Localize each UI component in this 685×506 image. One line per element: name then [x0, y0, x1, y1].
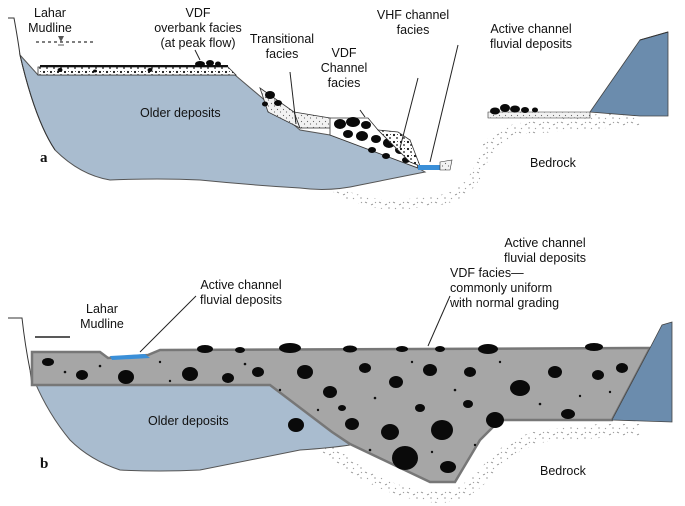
right-terrace-deposit-a — [487, 111, 591, 119]
label-vdf-channel-line3: facies — [327, 76, 361, 90]
label-vhf-channel-line2: facies — [396, 23, 430, 37]
older-deposits-b — [29, 369, 352, 472]
label-transitional-line1: Transitional — [249, 32, 315, 46]
label-bedrock-b: Bedrock — [540, 464, 586, 478]
panel-a-letter: a — [40, 150, 48, 166]
label-transitional-facies: Transitional facies — [240, 32, 324, 62]
label-bedrock-a: Bedrock — [530, 156, 576, 170]
label-lahar-mudline-b: Lahar Mudline — [72, 302, 132, 332]
bedrock-cliff-b — [611, 321, 673, 423]
label-active-channel-top-b-line1: Active channel — [504, 236, 586, 250]
label-vdf-facies-line1: VDF facies— — [450, 266, 524, 280]
label-active-channel-a-line2: fluvial deposits — [490, 37, 572, 51]
active-channel-water-b — [110, 354, 150, 360]
internal-boulders-b — [42, 358, 628, 473]
label-lahar-mudline-a: Lahar Mudline — [26, 6, 74, 36]
label-vdf-channel-line2: Channel — [320, 61, 368, 75]
label-vhf-channel-line1: VHF channel — [376, 8, 450, 22]
panel-a-diagram — [8, 17, 669, 210]
label-vdf-channel-line1: VDF — [331, 46, 357, 60]
label-lahar-mudline-b-line1: Lahar — [86, 302, 118, 316]
surface-boulders-b — [197, 343, 603, 354]
label-lahar-mudline-b-line2: Mudline — [80, 317, 124, 331]
label-vdf-overbank-line3: (at peak flow) — [160, 36, 236, 50]
label-vdf-overbank-line2: overbank facies — [154, 21, 242, 35]
label-active-channel-fluvial-a: Active channel fluvial deposits — [476, 22, 586, 52]
label-active-channel-fluvial-top-b: Active channel fluvial deposits — [490, 236, 600, 266]
label-older-deposits-a: Older deposits — [140, 106, 221, 120]
right-terrace-boulders-a — [490, 104, 538, 115]
label-active-channel-top-b-line2: fluvial deposits — [504, 251, 586, 265]
overbank-boulders-a — [57, 60, 221, 73]
vdf-overbank-layer-a — [37, 66, 237, 76]
label-vdf-overbank-line1: VDF — [185, 6, 211, 20]
bedrock-gravel-fringe-b — [320, 424, 640, 503]
label-vdf-facies-b: VDF facies— commonly uniform with normal… — [450, 266, 559, 311]
label-vdf-facies-line2: commonly uniform — [450, 281, 553, 295]
label-vdf-channel-facies: VDF Channel facies — [316, 46, 372, 91]
label-vdf-facies-line3: with normal grading — [450, 296, 560, 310]
label-transitional-line2: facies — [265, 47, 299, 61]
channel-boulders-a — [262, 91, 410, 163]
label-active-channel-fluvial-left-b: Active channel fluvial deposits — [186, 278, 296, 308]
label-active-channel-left-b-line1: Active channel — [200, 278, 282, 292]
small-clasts-b — [63, 360, 612, 454]
bedrock-cliff-a — [589, 31, 669, 117]
label-older-deposits-b: Older deposits — [148, 414, 229, 428]
label-lahar-mudline-a-line1: Lahar — [34, 6, 66, 20]
panel-b-diagram — [8, 295, 673, 503]
label-vhf-channel-facies: VHF channel facies — [368, 8, 458, 38]
label-lahar-mudline-a-line2: Mudline — [28, 21, 72, 35]
label-active-channel-a-line1: Active channel — [490, 22, 572, 36]
label-active-channel-left-b-line2: fluvial deposits — [200, 293, 282, 307]
label-vdf-overbank-facies: VDF overbank facies (at peak flow) — [148, 6, 248, 51]
vhf-channel-layer-a — [376, 129, 421, 167]
panel-b-letter: b — [40, 456, 49, 472]
bedrock-gravel-fringe-a — [330, 110, 640, 210]
active-channel-water-a — [418, 165, 440, 170]
